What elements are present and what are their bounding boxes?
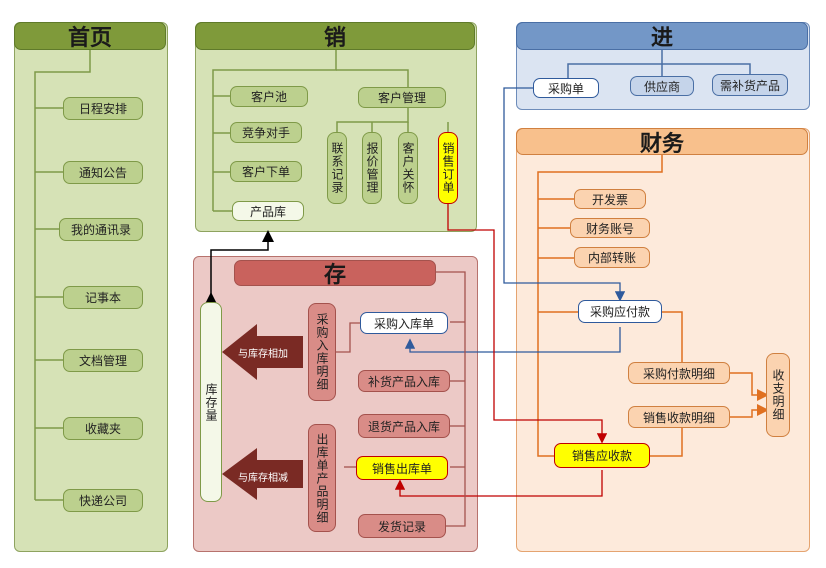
inventory-quantity[interactable]: 库存量 xyxy=(200,302,222,502)
customer-care[interactable]: 客户关怀 xyxy=(398,132,418,204)
supplier[interactable]: 供应商 xyxy=(630,76,694,96)
home-item[interactable]: 我的通讯录 xyxy=(59,218,143,241)
sales-order[interactable]: 销售订单 xyxy=(438,132,458,204)
quote-management[interactable]: 报价管理 xyxy=(362,132,382,204)
contact-record[interactable]: 联系记录 xyxy=(327,132,347,204)
customer-order[interactable]: 客户下单 xyxy=(230,161,302,182)
sales-outbound-slip[interactable]: 销售出库单 xyxy=(356,456,448,480)
purchase-order[interactable]: 采购单 xyxy=(533,78,599,98)
sales-header: 销 xyxy=(195,22,475,51)
home-item[interactable]: 日程安排 xyxy=(63,97,143,120)
finance-item-account[interactable]: 财务账号 xyxy=(570,218,650,238)
home-header: 首页 xyxy=(14,22,166,51)
purchase-payment-detail[interactable]: 采购付款明细 xyxy=(628,362,730,384)
finance-header: 财务 xyxy=(516,128,808,157)
return-inbound[interactable]: 退货产品入库 xyxy=(358,414,450,438)
shipping-record[interactable]: 发货记录 xyxy=(358,514,446,538)
customer-pool[interactable]: 客户池 xyxy=(230,86,308,107)
home-item[interactable]: 收藏夹 xyxy=(63,417,143,440)
restock-products[interactable]: 需补货产品 xyxy=(712,74,788,96)
sales-receivable[interactable]: 销售应收款 xyxy=(554,443,650,468)
subtract-label: 与库存相减 xyxy=(238,473,288,484)
income-expense-detail[interactable]: 收支明细 xyxy=(766,353,790,437)
outbound-product-detail[interactable]: 出库单产品明细 xyxy=(308,424,336,532)
product-library[interactable]: 产品库 xyxy=(232,201,304,221)
finance-item-invoice[interactable]: 开发票 xyxy=(574,189,646,209)
home-item[interactable]: 快递公司 xyxy=(63,489,143,512)
purchase-inbound-slip[interactable]: 采购入库单 xyxy=(360,312,448,334)
finance-item-transfer[interactable]: 内部转账 xyxy=(574,247,650,268)
home-item[interactable]: 文档管理 xyxy=(63,349,143,372)
purchase-inbound-detail[interactable]: 采购入库明细 xyxy=(308,303,336,401)
add-label: 与库存相加 xyxy=(238,349,288,360)
restock-inbound[interactable]: 补货产品入库 xyxy=(358,370,450,392)
purchase-header: 进 xyxy=(516,22,808,51)
stock-header: 存 xyxy=(234,260,436,288)
purchase-payable[interactable]: 采购应付款 xyxy=(578,300,662,323)
customer-management[interactable]: 客户管理 xyxy=(358,87,446,108)
competitor[interactable]: 竞争对手 xyxy=(230,122,302,143)
sales-receipt-detail[interactable]: 销售收款明细 xyxy=(628,406,730,428)
home-item[interactable]: 记事本 xyxy=(63,286,143,309)
home-item[interactable]: 通知公告 xyxy=(63,161,143,184)
